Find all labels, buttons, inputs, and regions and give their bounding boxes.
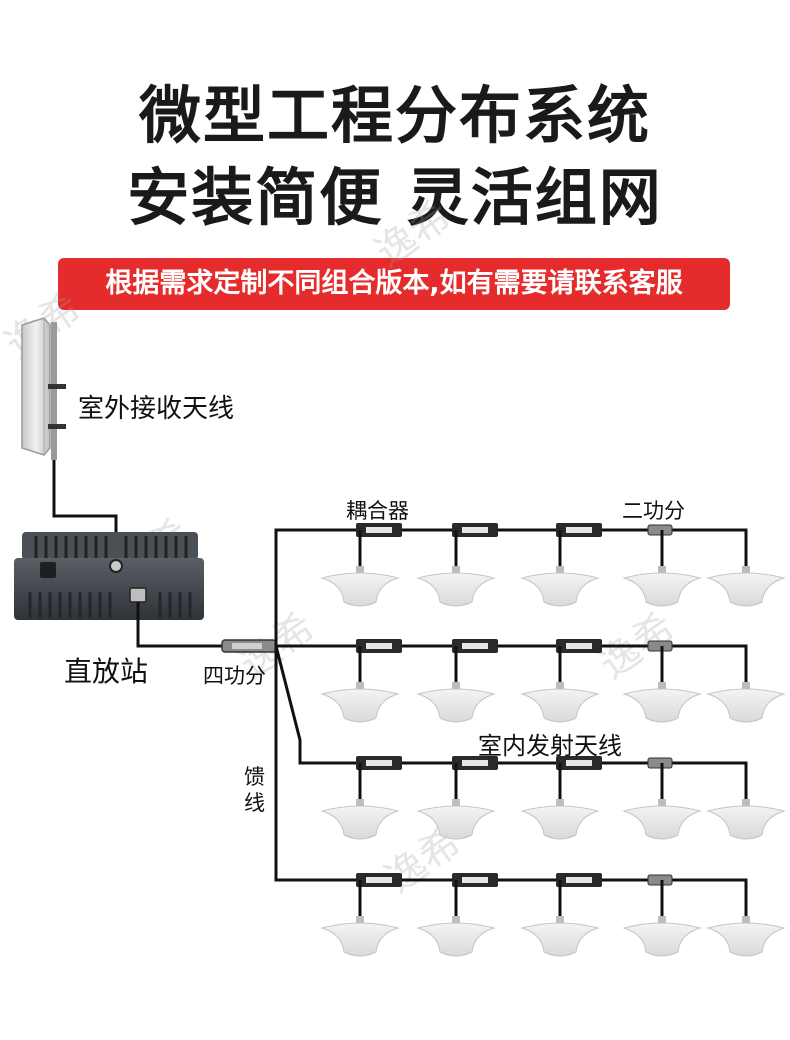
ceiling-antenna-icon bbox=[416, 682, 496, 723]
ceiling-antenna-icon bbox=[622, 916, 702, 957]
repeater-unit-icon bbox=[14, 532, 204, 620]
headline-line-2: 安装简便 灵活组网 bbox=[127, 161, 663, 234]
outdoor-antenna-label: 室外接收天线 bbox=[78, 394, 235, 424]
coupler-icon bbox=[356, 873, 402, 887]
ceiling-antenna-icon bbox=[320, 916, 400, 957]
ceiling-antenna-icon bbox=[706, 799, 786, 840]
feeder-line-label: 馈线 bbox=[244, 765, 265, 815]
two-way-splitter-icon bbox=[647, 640, 673, 652]
watermark-text: 逸希 bbox=[367, 193, 459, 277]
coupler-label: 耦合器 bbox=[346, 499, 409, 523]
ceiling-antenna-icon bbox=[706, 682, 786, 723]
antenna-row bbox=[320, 639, 786, 723]
ceiling-antenna-icon bbox=[520, 682, 600, 723]
headline-line-1: 微型工程分布系统 bbox=[138, 79, 651, 152]
coupler-icon bbox=[452, 873, 498, 887]
ceiling-antenna-icon bbox=[320, 682, 400, 723]
ceiling-antenna-icon bbox=[706, 916, 786, 957]
antenna-row bbox=[320, 756, 786, 840]
coupler-icon bbox=[556, 639, 602, 653]
ceiling-antenna-icon bbox=[520, 799, 600, 840]
coupler-icon bbox=[452, 639, 498, 653]
indoor-antenna-label: 室内发射天线 bbox=[478, 732, 622, 760]
antenna-row bbox=[320, 523, 786, 607]
antenna-rows bbox=[320, 523, 786, 957]
coupler-icon bbox=[356, 523, 402, 537]
custom-order-banner: 根据需求定制不同组合版本,如有需要请联系客服 bbox=[58, 258, 730, 310]
coupler-icon bbox=[356, 639, 402, 653]
ceiling-antenna-icon bbox=[622, 566, 702, 607]
ceiling-antenna-icon bbox=[706, 566, 786, 607]
two-way-splitter-label: 二功分 bbox=[622, 499, 685, 523]
coupler-icon bbox=[356, 756, 402, 770]
repeater-label: 直放站 bbox=[64, 655, 149, 688]
ceiling-antenna-icon bbox=[416, 799, 496, 840]
ceiling-antenna-icon bbox=[320, 799, 400, 840]
coupler-icon bbox=[556, 523, 602, 537]
coupler-icon bbox=[556, 873, 602, 887]
ceiling-antenna-icon bbox=[622, 682, 702, 723]
ceiling-antenna-icon bbox=[320, 566, 400, 607]
feeder-trunk-lines bbox=[274, 528, 352, 882]
four-way-splitter-icon bbox=[221, 639, 277, 653]
ceiling-antenna-icon bbox=[520, 916, 600, 957]
coupler-icon bbox=[452, 756, 498, 770]
ceiling-antenna-icon bbox=[622, 799, 702, 840]
coupler-icon bbox=[452, 523, 498, 537]
outdoor-panel-antenna-icon bbox=[21, 317, 66, 460]
two-way-splitter-icon bbox=[647, 757, 673, 769]
ceiling-antenna-icon bbox=[416, 566, 496, 607]
four-way-splitter-label: 四功分 bbox=[203, 664, 266, 688]
ceiling-antenna-icon bbox=[520, 566, 600, 607]
ceiling-antenna-icon bbox=[416, 916, 496, 957]
two-way-splitter-icon bbox=[647, 524, 673, 536]
two-way-splitter-icon bbox=[647, 874, 673, 886]
antenna-row bbox=[320, 873, 786, 957]
coupler-icon bbox=[556, 756, 602, 770]
